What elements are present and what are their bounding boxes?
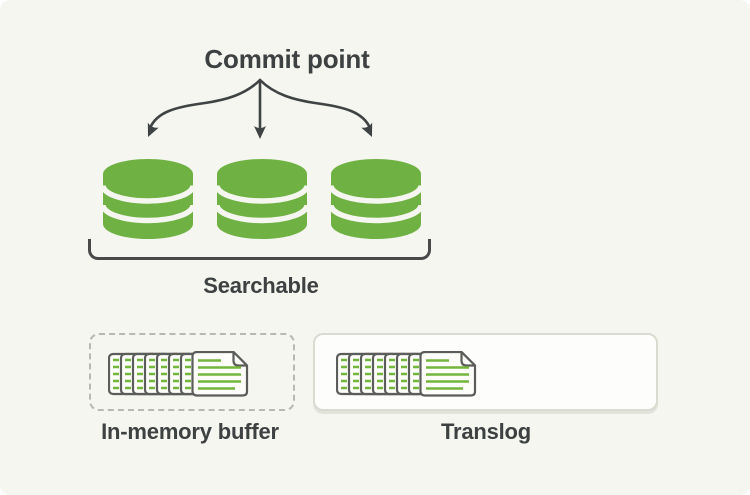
- in-memory-buffer-box: [89, 333, 295, 411]
- database-cylinder-icon: [217, 159, 307, 239]
- database-cylinder-icon: [331, 159, 421, 239]
- searchable-bracket: [88, 239, 431, 260]
- three-way-arrow-icon: [147, 78, 373, 139]
- commit-point-label: Commit point: [204, 44, 370, 74]
- translog-label: Translog: [440, 419, 532, 444]
- searchable-label: Searchable: [203, 273, 319, 298]
- database-cylinder-icon: [103, 159, 193, 239]
- document-stack-icon: [336, 351, 478, 397]
- in-memory-buffer-label: In-memory buffer: [101, 419, 279, 444]
- document-stack-icon: [108, 351, 250, 397]
